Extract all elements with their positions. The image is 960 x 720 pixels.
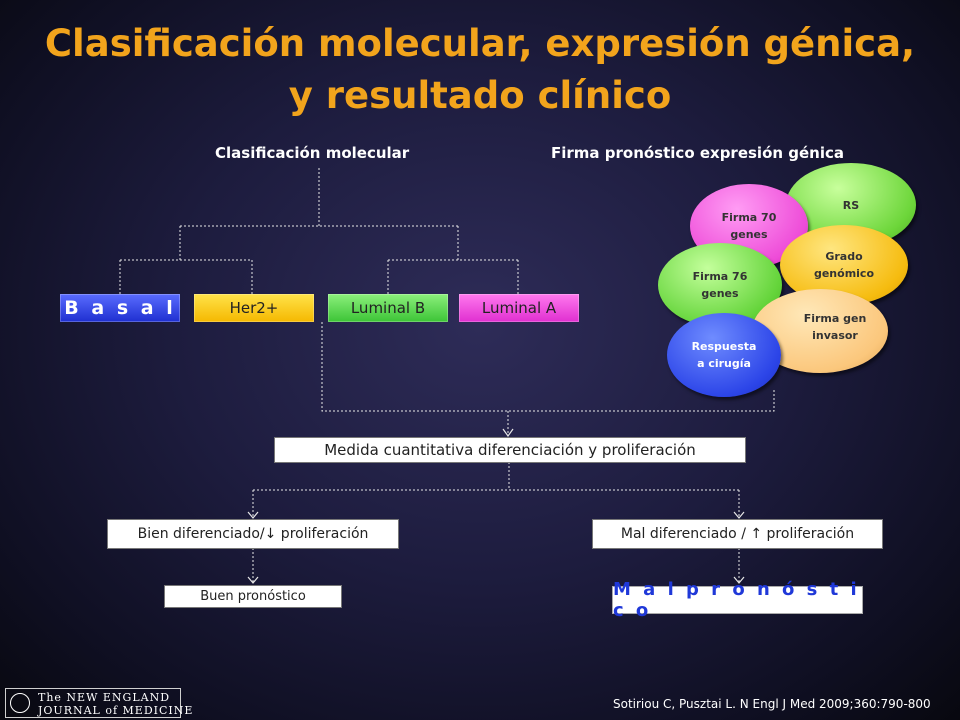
slide-title: Clasificación molecular, expresión génic… xyxy=(0,18,960,122)
box-medida-cuantitativa: Medida cuantitativa diferenciación y pro… xyxy=(274,437,746,463)
citation: Sotiriou C, Pusztai L. N Engl J Med 2009… xyxy=(613,697,931,711)
nejm-logo: The NEW ENGLAND JOURNAL of MEDICINE xyxy=(5,688,192,718)
bubble-respuesta-cirugia: Respuesta a cirugía xyxy=(667,313,781,397)
bubble-firma-70-line1: Firma 70 xyxy=(721,211,777,224)
logo-line-1: The NEW ENGLAND xyxy=(38,691,171,704)
arrowhead-bien xyxy=(247,511,259,519)
connector-merge xyxy=(321,322,775,412)
title-line-1: Clasificación molecular, expresión génic… xyxy=(44,22,916,65)
box-mal-diferenciado: Mal diferenciado / ↑ proliferación xyxy=(592,519,883,549)
arrowhead-mal-pron xyxy=(733,576,745,584)
header-signature: Firma pronóstico expresión génica xyxy=(551,144,845,162)
arrowhead-mal-dif xyxy=(733,511,745,519)
bubble-firma-76-line2: genes xyxy=(701,287,739,300)
title-line-2: y resultado clínico xyxy=(288,74,672,117)
class-luminal-b: Luminal B xyxy=(328,294,448,322)
bubble-rs-label: RS xyxy=(842,198,860,212)
bubble-invasor-line2: invasor xyxy=(812,329,858,342)
nejm-seal-icon xyxy=(10,693,30,713)
box-buen-pronostico: Buen pronóstico xyxy=(164,585,342,608)
bubble-respuesta-line1: Respuesta xyxy=(691,340,757,353)
header-molecular: Clasificación molecular xyxy=(215,144,410,162)
box-mal-pronostico: M a l p r o n ó s t i c o xyxy=(612,579,863,621)
box-bien-diferenciado: Bien diferenciado/↓ proliferación xyxy=(107,519,399,549)
bubble-firma-76-line1: Firma 76 xyxy=(692,270,748,283)
arrowhead-medida xyxy=(502,428,514,438)
bubble-respuesta-line2: a cirugía xyxy=(697,357,751,370)
bubble-grado-line2: genómico xyxy=(813,267,875,280)
class-luminal-a: Luminal A xyxy=(459,294,579,322)
bubble-invasor-line1: Firma gen xyxy=(803,312,867,325)
class-her2: Her2+ xyxy=(194,294,314,322)
class-basal: B a s a l xyxy=(60,294,180,322)
bubble-firma-70-line2: genes xyxy=(730,228,768,241)
arrowhead-buen xyxy=(247,576,259,584)
logo-line-2: JOURNAL of MEDICINE xyxy=(38,704,194,717)
bubble-grado-line1: Grado xyxy=(825,250,863,263)
